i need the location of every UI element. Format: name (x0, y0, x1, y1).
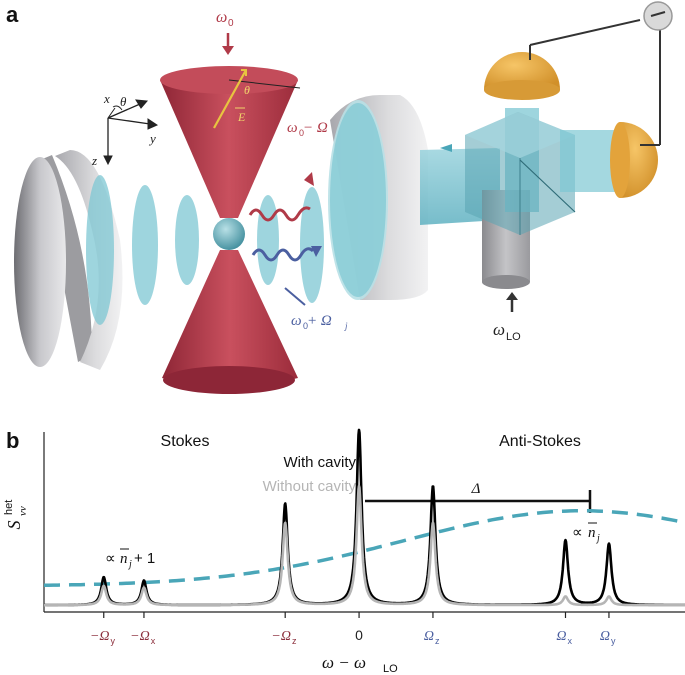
theta-pol-label: θ (244, 83, 250, 97)
polarization-indicator: θ E (213, 69, 301, 129)
beam-direction-arrow (440, 144, 452, 152)
with-cavity-legend: With cavity (283, 454, 356, 471)
antistokes-beam-detuning: + Ω (307, 313, 332, 329)
svg-text:j: j (344, 321, 348, 331)
antistokes-occupation-annotation: ∝ n j (572, 522, 600, 544)
spectrum-without-cavity (43, 484, 685, 607)
x-tick-label: 0 (355, 627, 363, 643)
svg-text:LO: LO (383, 663, 398, 675)
svg-text:ω: ω (216, 9, 227, 26)
antistokes-beam-omega: ω (291, 313, 302, 329)
antistokes-label: Anti-Stokes (499, 433, 581, 450)
stokes-beam-omega: ω (287, 120, 298, 136)
beam-splitter (465, 108, 620, 235)
stokes-label: Stokes (161, 433, 210, 450)
x-tick-subscript: x (568, 636, 573, 646)
x-axis-label: ω − ω LO (322, 653, 398, 675)
x-tick-subscript: z (435, 636, 440, 646)
trap-frequency-label: ω 0 (216, 9, 234, 55)
right-cavity-mirror (328, 95, 428, 300)
x-tick-subscript: z (292, 636, 297, 646)
panel-b-label: b (6, 428, 19, 453)
svg-text:0: 0 (303, 321, 308, 331)
svg-text:j: j (595, 533, 600, 544)
x-tick-label: −Ω (90, 629, 110, 644)
svg-text:vv: vv (17, 506, 29, 516)
svg-text:∝: ∝ (572, 524, 583, 541)
antistokes-photon: ω 0 + Ω j (251, 246, 348, 331)
svg-text:+ 1: + 1 (134, 550, 155, 567)
svg-text:ω − ω: ω − ω (322, 653, 366, 672)
svg-text:0: 0 (228, 18, 234, 29)
e-field-label: E (237, 110, 246, 124)
x-tick-label: Ω (600, 629, 610, 644)
x-tick-subscript: y (611, 636, 616, 646)
x-tick-label: −Ω (271, 629, 291, 644)
delta-label: Δ (471, 481, 481, 497)
stokes-beam-detuning: − Ω (303, 120, 328, 136)
levitated-particle (213, 218, 245, 250)
without-cavity-legend: Without cavity (263, 478, 357, 495)
cavity-mode-right (257, 187, 324, 303)
stokes-occupation-annotation: ∝ n j + 1 (105, 548, 155, 570)
svg-text:n: n (588, 525, 596, 541)
coordinate-axes: x θ y z (91, 91, 159, 168)
x-tick-label: Ω (424, 629, 434, 644)
axis-x-label: x (103, 91, 110, 106)
svg-text:j: j (127, 559, 132, 570)
axis-theta-label: θ (120, 94, 127, 109)
photodetector-top (484, 52, 560, 100)
readout-meter (529, 1, 673, 146)
svg-text:S: S (4, 521, 24, 530)
svg-text:ω: ω (493, 320, 505, 339)
spectrum-chart: S het vv Stokes Anti-Stokes With cavity … (3, 428, 685, 675)
svg-text:0: 0 (299, 128, 304, 138)
x-tick-label: Ω (556, 629, 566, 644)
svg-text:∝: ∝ (105, 550, 116, 567)
y-axis-label: S het vv (3, 500, 29, 530)
x-tick-subscript: x (151, 636, 156, 646)
axis-y-label: y (148, 131, 156, 146)
x-tick-label: −Ω (130, 629, 150, 644)
photodetector-right (610, 122, 658, 198)
x-tick-subscript: y (111, 636, 116, 646)
panel-a-label: a (6, 2, 19, 27)
cavity-envelope (43, 509, 685, 588)
svg-text:het: het (3, 500, 15, 515)
svg-text:LO: LO (506, 331, 521, 343)
svg-text:n: n (120, 551, 128, 567)
detuning-bracket: Δ (365, 481, 592, 513)
cavity-mode-left (86, 175, 199, 325)
axis-z-label: z (91, 153, 97, 168)
